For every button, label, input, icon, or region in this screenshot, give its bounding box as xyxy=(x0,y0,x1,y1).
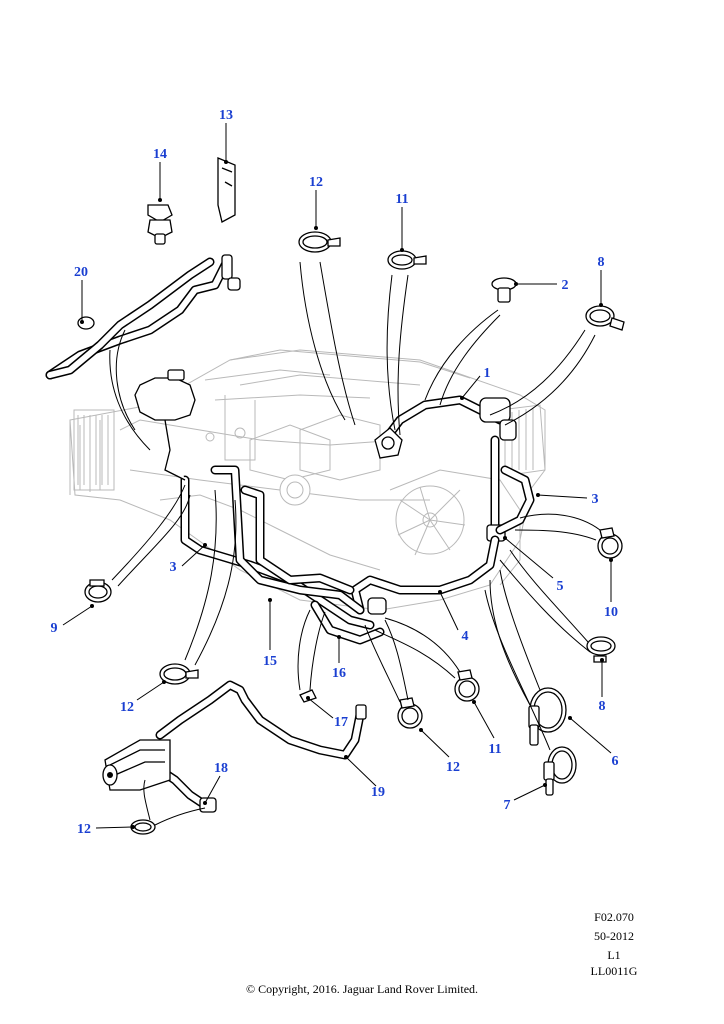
hose-3-lower xyxy=(486,435,535,542)
part-14-clip xyxy=(147,204,173,245)
clamp-8-top xyxy=(585,305,625,331)
clamp-12-top xyxy=(298,231,341,253)
callout-numbers: 13 14 12 11 20 8 2 1 3 3 5 10 9 4 15 16 … xyxy=(51,108,619,837)
clamp-9 xyxy=(84,579,112,603)
callout-15: 15 xyxy=(263,654,277,669)
hose-20-bypass xyxy=(45,254,241,380)
date-code: 50-2012 xyxy=(594,929,634,943)
callout-12-bottom: 12 xyxy=(77,822,91,837)
callout-18: 18 xyxy=(214,761,228,776)
clamp-12-left xyxy=(159,663,199,685)
callout-12-left: 12 xyxy=(120,700,134,715)
hose-1-top xyxy=(374,395,517,459)
callout-20: 20 xyxy=(74,265,88,280)
callout-2: 2 xyxy=(562,278,569,293)
hose-4-bottom xyxy=(350,535,500,615)
callout-8-top: 8 xyxy=(598,255,605,270)
hose-19-return xyxy=(155,680,367,760)
callout-13: 13 xyxy=(219,108,233,123)
callout-8-bottom: 8 xyxy=(599,699,606,714)
clamp-12-mid xyxy=(397,697,423,729)
cooler-assembly xyxy=(102,739,171,791)
clamp-8-bottom xyxy=(586,636,616,663)
callout-11-bottom: 11 xyxy=(488,742,501,757)
callout-3-left: 3 xyxy=(170,560,177,575)
clamp-fan-lines xyxy=(109,261,601,826)
clamp-11-bottom xyxy=(454,669,480,702)
copyright-notice: © Copyright, 2016. Jaguar Land Rover Lim… xyxy=(245,982,479,996)
callout-7: 7 xyxy=(504,798,511,813)
callout-14: 14 xyxy=(153,147,167,162)
callout-9: 9 xyxy=(51,621,58,636)
level-code: L1 xyxy=(607,948,621,962)
callout-12-top: 12 xyxy=(309,175,323,190)
callout-leaders xyxy=(62,123,613,829)
hose-15-heater xyxy=(180,465,375,630)
expansion-tank xyxy=(134,369,196,481)
callout-5: 5 xyxy=(557,579,564,594)
callout-10: 10 xyxy=(604,605,618,620)
clamp-7-ring xyxy=(543,746,577,796)
clamp-6-ring xyxy=(528,687,567,746)
drawing-number: LL0011G xyxy=(590,964,638,978)
callout-1: 1 xyxy=(484,366,491,381)
clamp-10 xyxy=(597,527,623,559)
callout-17: 17 xyxy=(334,715,348,730)
part-2-plug xyxy=(491,277,517,303)
callout-16: 16 xyxy=(332,666,346,681)
callout-11-top: 11 xyxy=(395,192,408,207)
clamp-11-top xyxy=(387,250,427,270)
figure-code: F02.070 xyxy=(594,910,634,924)
callout-6: 6 xyxy=(612,754,619,769)
part-13-bracket xyxy=(217,157,236,223)
callout-19: 19 xyxy=(371,785,385,800)
callout-4: 4 xyxy=(462,629,469,644)
callout-3-right: 3 xyxy=(592,492,599,507)
callout-12-mid: 12 xyxy=(446,760,460,775)
